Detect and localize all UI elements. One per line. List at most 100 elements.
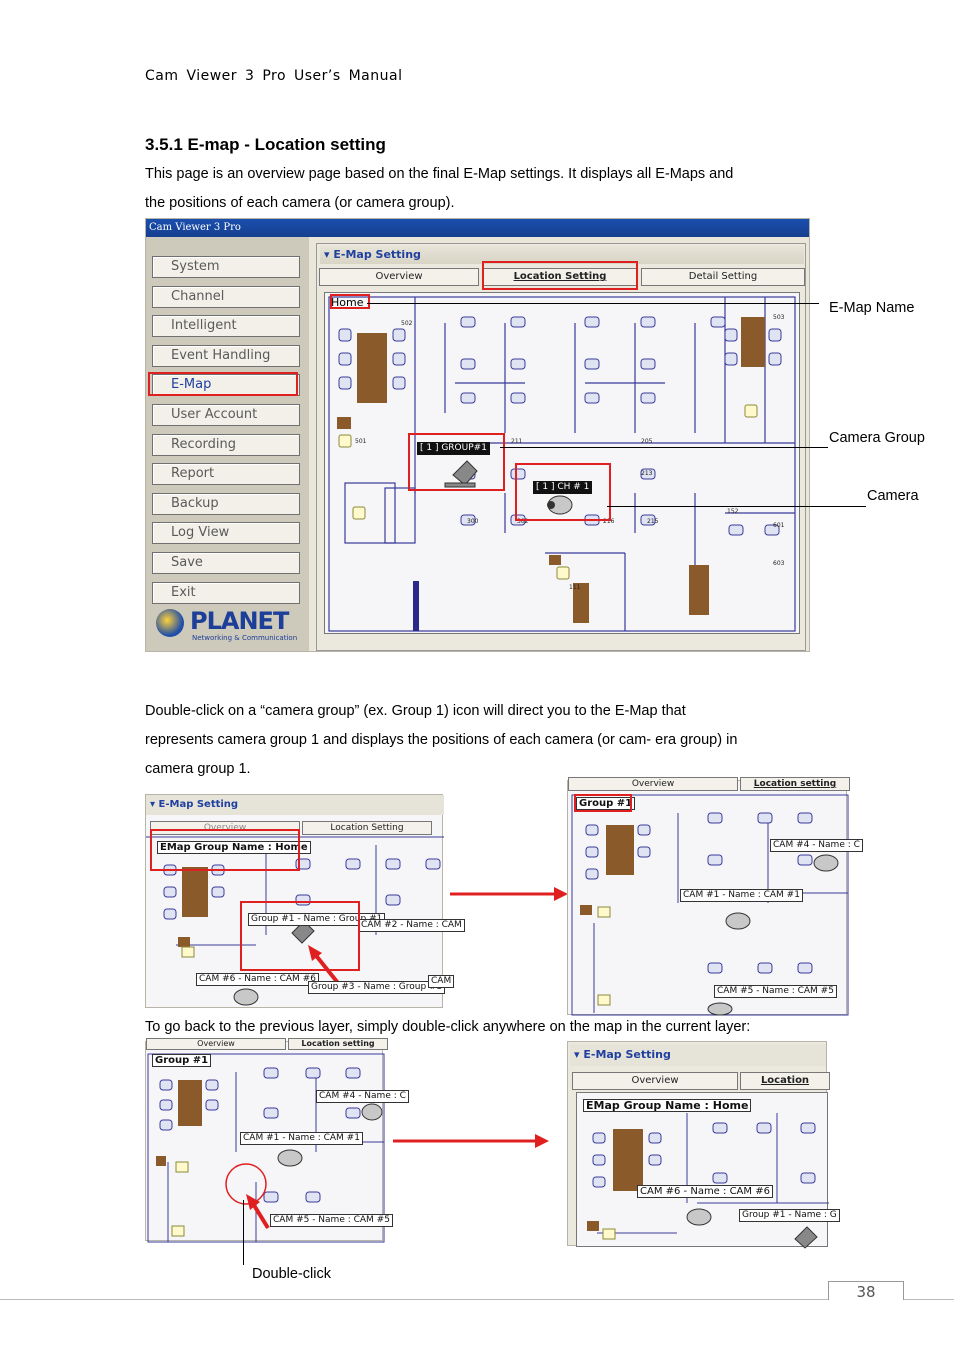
- fig4-camera-icon-1[interactable]: [277, 1149, 303, 1167]
- room-152: 152: [727, 508, 739, 515]
- menu-channel[interactable]: Channel: [152, 286, 300, 308]
- panel-title: ▾ E-Map Setting: [320, 246, 804, 264]
- fig2-label-cam6: CAM #6 - Name : CAM #6: [196, 973, 319, 986]
- planet-globe-icon: [156, 609, 184, 637]
- fig5-group-name: EMap Group Name : Home: [583, 1099, 752, 1112]
- location-tab-highlight: [482, 261, 638, 290]
- emap-name-leader: [367, 303, 819, 304]
- section-title: 3.5.1 E-map - Location setting: [145, 135, 386, 154]
- menu-backup[interactable]: Backup: [152, 493, 300, 515]
- camera-icon[interactable]: [547, 495, 573, 515]
- fig5-label-group1: Group #1 - Name : G: [739, 1209, 840, 1222]
- fig2-label-group1: Group #1 - Name : Group #1: [248, 913, 386, 926]
- emap-canvas[interactable]: 502 503 501 211 205 213 216 215 300 302 …: [324, 292, 800, 634]
- room-501: 501: [355, 438, 367, 445]
- menu-log-view[interactable]: Log View: [152, 522, 300, 544]
- intro-line-1: This page is an overview page based on t…: [145, 166, 734, 182]
- fig2-arrow-head-icon: [308, 945, 322, 961]
- chevron-down-icon: ▾: [324, 248, 330, 261]
- fig2-group-highlight: [240, 901, 360, 971]
- emap-highlight: [148, 372, 298, 396]
- fig4-label-cam1: CAM #1 - Name : CAM #1: [240, 1132, 363, 1145]
- fig2-label-cam-edge: CAM: [428, 975, 455, 988]
- page-number: 38: [828, 1281, 904, 1301]
- fig3-floor-plan: [571, 794, 849, 1016]
- camera-label: [ 1 ] CH # 1: [533, 481, 593, 494]
- room-216: 216: [603, 518, 615, 525]
- intro-line-2: the positions of each camera (or camera …: [145, 195, 455, 211]
- fig2-tab-overview[interactable]: Overview: [150, 821, 300, 835]
- camera-group-icon[interactable]: [444, 460, 478, 488]
- fig3-label-cam4: CAM #4 - Name : C: [770, 839, 863, 852]
- sidebar: System Channel Intelligent Event Handlin…: [146, 237, 309, 651]
- menu-exit[interactable]: Exit: [152, 582, 300, 604]
- room-205: 205: [641, 438, 653, 445]
- fig4-doubleclick-circle: [225, 1163, 267, 1205]
- fig4-group-name: Group #1: [152, 1054, 212, 1067]
- fig3-camera-icon-1[interactable]: [725, 912, 751, 930]
- fig5-tab-overview[interactable]: Overview: [572, 1072, 738, 1090]
- para2-line-3: camera group 1.: [145, 761, 251, 777]
- fig4-camera-icon-4[interactable]: [361, 1103, 383, 1121]
- planet-logo: PLANET: [190, 607, 289, 635]
- fig4-arrow: [250, 1200, 270, 1230]
- app-screenshot: Cam Viewer 3 Pro System Channel Intellig…: [145, 218, 810, 652]
- fig4-tab-overview[interactable]: Overview: [146, 1038, 286, 1050]
- group-label: [ 1 ] GROUP#1: [417, 442, 490, 455]
- menu-recording[interactable]: Recording: [152, 434, 300, 456]
- fig2-group-name: EMap Group Name : Home: [157, 841, 311, 854]
- para3: To go back to the previous layer, simply…: [145, 1019, 751, 1035]
- fig2-floor-plan: [146, 836, 444, 1006]
- window-title: Cam Viewer 3 Pro: [146, 219, 809, 237]
- fig2-label-group3: Group #3 - Name : Group #3: [308, 981, 446, 994]
- fig3-camera-icon-5[interactable]: [707, 1002, 733, 1016]
- fig4-tab-location[interactable]: Location setting: [288, 1038, 388, 1050]
- double-click-label: Double-click: [252, 1266, 331, 1282]
- room-111: 111: [569, 584, 581, 591]
- double-click-leader: [243, 1200, 244, 1265]
- room-601: 601: [773, 522, 785, 529]
- room-211: 211: [511, 438, 523, 445]
- room-603: 603: [773, 560, 785, 567]
- fig2-label-cam2: CAM #2 - Name : CAM: [358, 919, 465, 932]
- fig3-tab-overview[interactable]: Overview: [568, 777, 738, 791]
- fig5-floor-plan: [587, 1113, 829, 1249]
- map-name-highlight: [330, 294, 370, 309]
- fig3-camera-icon-4[interactable]: [813, 854, 839, 872]
- menu-report[interactable]: Report: [152, 463, 300, 485]
- room-302: 302: [517, 518, 529, 525]
- menu-system[interactable]: System: [152, 256, 300, 278]
- menu-intelligent[interactable]: Intelligent: [152, 315, 300, 337]
- manual-header: Cam Viewer 3 Pro User’s Manual: [145, 68, 403, 84]
- callout-camera: Camera: [867, 488, 919, 504]
- fig5-group-icon[interactable]: [794, 1226, 818, 1249]
- fig5-map[interactable]: EMap Group Name : Home CAM #6 - Name : C…: [576, 1092, 840, 1249]
- fig5-panel-title: ▾ E-Map Setting: [570, 1044, 826, 1066]
- fig5-camera-icon[interactable]: [686, 1208, 712, 1226]
- fig4-arrow-head-icon: [246, 1194, 260, 1210]
- fig-group1-map: Overview Location setting Group #1 CAM #…: [567, 777, 863, 1016]
- fig5-tab-location[interactable]: Location: [740, 1072, 830, 1090]
- fig3-group-name: Group #1: [576, 797, 636, 810]
- room-502: 502: [401, 320, 413, 327]
- fig3-label-cam1: CAM #1 - Name : CAM #1: [680, 889, 803, 902]
- callout-emap-name: E-Map Name: [829, 300, 915, 316]
- group-highlight: [408, 433, 505, 491]
- fig4-label-cam5: CAM #5 - Name : CAM #5: [270, 1214, 393, 1227]
- footer-line: [0, 1299, 954, 1300]
- menu-user-account[interactable]: User Account: [152, 404, 300, 426]
- tab-detail-setting[interactable]: Detail Setting: [641, 268, 805, 286]
- fig2-tab-location[interactable]: Location Setting: [302, 821, 432, 835]
- menu-save[interactable]: Save: [152, 552, 300, 574]
- fig-group1-doubleclick: Overview Location setting Group #1 CAM #…: [145, 1038, 409, 1243]
- floor-plan: 502 503 501 211 205 213 216 215 300 302 …: [328, 296, 796, 632]
- fig2-camera-icon[interactable]: [233, 988, 259, 1006]
- fig5-label-cam6: CAM #6 - Name : CAM #6: [637, 1185, 773, 1198]
- arrow-right-icon-2: [393, 1134, 549, 1148]
- menu-event-handling[interactable]: Event Handling: [152, 345, 300, 367]
- fig-home-return: ▾ E-Map Setting Overview Location EMap G…: [567, 1041, 840, 1249]
- fig4-label-cam4: CAM #4 - Name : C: [316, 1090, 409, 1103]
- tab-overview[interactable]: Overview: [319, 268, 479, 286]
- fig2-panel-title: ▾ E-Map Setting: [146, 795, 444, 815]
- fig3-tab-location[interactable]: Location setting: [740, 777, 850, 791]
